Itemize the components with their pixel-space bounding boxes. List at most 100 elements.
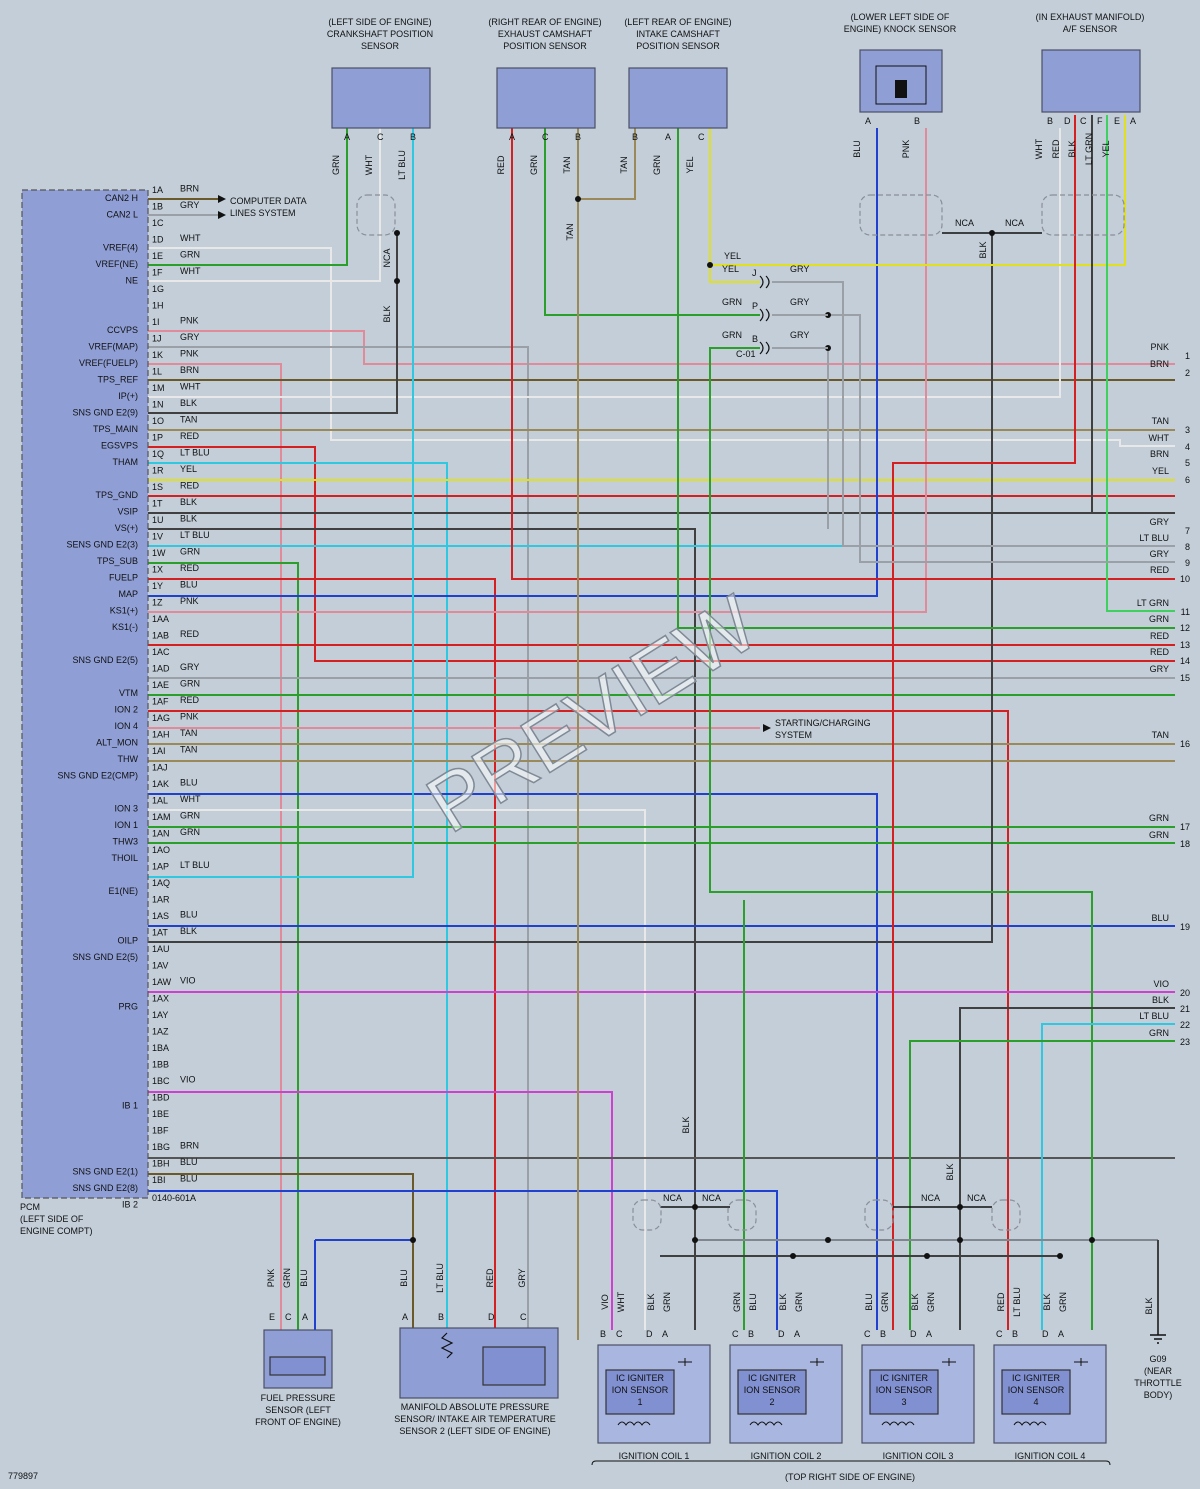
coil-wire-color: LT BLU [1012, 1287, 1022, 1317]
pcm-pin-label: ION 3 [114, 804, 138, 814]
sensor-pin-letter: B [914, 116, 920, 126]
pcm-wire-color: BLU [180, 778, 198, 788]
pcm-pin-label: THW3 [113, 837, 139, 847]
shield-icon [356, 194, 396, 236]
coil-wire-color: GRN [926, 1292, 936, 1312]
pcm-pin-label: CCVPS [107, 325, 138, 335]
pcm-pin-number: 1AK [152, 779, 169, 789]
sensor-title: (IN EXHAUST MANIFOLD)A/F SENSOR [1036, 12, 1145, 34]
terminal-number: 4 [1185, 442, 1190, 452]
pcm-pin-number: 1Y [152, 581, 163, 591]
ground-wire-color: BLK [1144, 1297, 1154, 1314]
pcm-wire-color: PNK [180, 349, 199, 359]
sensor-pin-letter: E [1114, 116, 1120, 126]
terminal-number: 15 [1180, 673, 1190, 683]
terminal-number: 21 [1180, 1004, 1190, 1014]
pcm-pin-label: PRG [118, 1002, 138, 1012]
pcm-pin-number: 1S [152, 482, 163, 492]
sensor-wire-color: BLU [299, 1269, 309, 1287]
pcm-wire-color: GRN [180, 679, 200, 689]
coil-wire-color: BLU [748, 1293, 758, 1311]
pcm-pin-number: 1N [152, 400, 164, 410]
wire [1106, 115, 1175, 612]
terminal-wire-color: RED [1150, 647, 1170, 657]
splice-label: YEL [724, 251, 741, 261]
splice-dot [1057, 1253, 1063, 1259]
sensor-wire-color: RED [485, 1268, 495, 1288]
sensor-pin-letter: A [344, 132, 350, 142]
pcm-pin-label: ION 2 [114, 705, 138, 715]
pcm-pin-number: 1AI [152, 746, 166, 756]
wire [148, 446, 1175, 662]
shield-icon [859, 194, 943, 236]
terminal-number: 8 [1185, 542, 1190, 552]
pcm-pin-number: 1BC [152, 1076, 170, 1086]
pcm-pin-label: ION 4 [114, 721, 138, 731]
splice-label: NCA [955, 218, 974, 228]
sensor-pin-letter: C [377, 132, 384, 142]
pcm-wire-color: BLU [180, 1174, 198, 1184]
terminal-number: 19 [1180, 922, 1190, 932]
coil-wire-color: BLK [778, 1293, 788, 1310]
pcm-pin-label: EGSVPS [101, 441, 138, 451]
coil-wire-color: WHT [616, 1291, 626, 1312]
terminal-wire-color: GRY [1150, 517, 1169, 527]
coil-pin-letter: D [910, 1329, 917, 1339]
pcm-pin-number: 1O [152, 416, 164, 426]
pcm-pin-label: IB 1 [122, 1101, 138, 1111]
terminal-wire-color: GRY [1150, 664, 1169, 674]
sensor-pin-letter: B [438, 1312, 444, 1322]
connector-name: C-01 [736, 349, 756, 359]
capacitor-icon [942, 1358, 956, 1366]
sensor-pin-letter: B [410, 132, 416, 142]
sensor-wire-color: GRY [517, 1268, 527, 1287]
wire [828, 281, 1175, 547]
shield-icon [1041, 194, 1125, 236]
splice-dot [707, 262, 713, 268]
pcm-wire-color: TAN [180, 415, 197, 425]
capacitor-icon [1074, 1358, 1088, 1366]
pcm-pin-number: 1AV [152, 961, 168, 971]
splice-dot [394, 230, 400, 236]
connector-pin: J [752, 268, 757, 278]
pcm-wire-color: WHT [180, 233, 201, 243]
pcm-pin-label: SNS GND E2(CMP) [57, 771, 138, 781]
pcm-pin-label: VREF(FUELP) [79, 358, 138, 368]
wire [677, 128, 1175, 629]
terminal-number: 2 [1185, 368, 1190, 378]
splice-dot [790, 1253, 796, 1259]
capacitor-icon [678, 1358, 692, 1366]
pcm-pin-label: VREF(NE) [96, 259, 139, 269]
terminal-wire-color: TAN [1152, 416, 1169, 426]
pcm-pin-number: 1T [152, 499, 163, 509]
splice-dot [575, 196, 581, 202]
terminal-wire-color: GRN [1149, 813, 1169, 823]
pcm-pin-label: ION 1 [114, 820, 138, 830]
pcm-pin-number: 1J [152, 334, 162, 344]
pcm-wire-color: VIO [180, 976, 196, 986]
pcm-module [21, 189, 149, 1199]
splice-label: BLK [382, 305, 392, 322]
sensor-pin-letter: C [285, 1312, 292, 1322]
splice-dot [1089, 1237, 1095, 1243]
coil-pin-letter: A [794, 1329, 800, 1339]
pcm-pin-label: KS1(-) [112, 622, 138, 632]
connector-wire-right: GRY [790, 297, 809, 307]
wire [828, 314, 1175, 563]
sensor-component [496, 67, 596, 129]
pcm-wire-color: VIO [180, 1075, 196, 1085]
connector-wire-left: GRN [722, 297, 742, 307]
ground-icon [1150, 1334, 1166, 1344]
pcm-pin-number: 1AX [152, 994, 169, 1004]
pcm-wire-color: WHT [180, 382, 201, 392]
pcm-wire-color: RED [180, 481, 200, 491]
splice-label: NCA [967, 1193, 986, 1203]
terminal-number: 22 [1180, 1020, 1190, 1030]
pcm-wire-color: BRN [180, 1141, 199, 1151]
coil-pin-letter: B [1012, 1329, 1018, 1339]
wire [148, 809, 646, 1330]
splice-label: NCA [702, 1193, 721, 1203]
wire [148, 363, 282, 1330]
wire [148, 128, 381, 282]
